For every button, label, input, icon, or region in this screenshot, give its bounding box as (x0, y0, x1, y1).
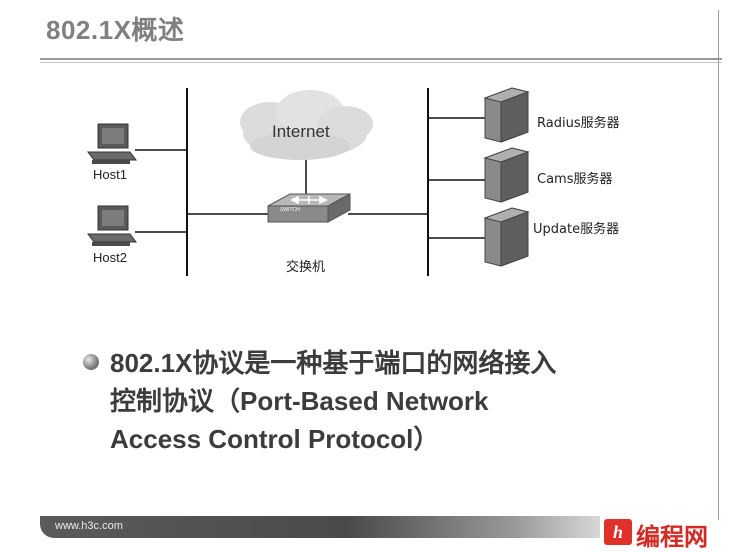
watermark-logo-icon: h (604, 519, 632, 545)
switch-icon (267, 193, 351, 223)
host2-label: Host2 (93, 250, 127, 265)
footer-bar (40, 516, 600, 538)
bullet-text: 802.1X协议是一种基于端口的网络接入 控制协议（Port-Based Net… (110, 344, 670, 458)
slide-right-border (718, 10, 719, 520)
switch-badge-label: SWITCH (280, 207, 300, 213)
bullet-line-2: 控制协议（Port-Based Network (110, 386, 489, 416)
radius-server-label: Radius服务器 (537, 116, 620, 131)
internet-label: Internet (272, 122, 330, 141)
internet-cloud-icon (240, 90, 373, 160)
footer-url: www.h3c.com (55, 520, 123, 532)
host1-label: Host1 (93, 167, 127, 182)
switch-label: 交换机 (286, 260, 326, 275)
page-title: 802.1X概述 (46, 15, 185, 45)
host2-computer-icon (87, 205, 137, 246)
cams-server-icon (483, 147, 530, 203)
bullet-line-3: Access Control Protocol） (110, 424, 440, 454)
watermark-text: 编程网 (636, 523, 708, 551)
cams-server-label: Cams服务器 (537, 172, 613, 187)
bullet-icon (83, 354, 99, 370)
title-divider (40, 58, 722, 60)
bullet-line-1: 802.1X协议是一种基于端口的网络接入 (110, 348, 557, 378)
title-divider-thin (40, 62, 722, 63)
network-diagram (87, 87, 530, 276)
watermark: h 编程网 (604, 518, 732, 551)
host1-computer-icon (87, 123, 137, 164)
radius-server-icon (483, 87, 530, 143)
update-server-icon (483, 207, 530, 267)
update-server-label: Update服务器 (533, 222, 620, 237)
